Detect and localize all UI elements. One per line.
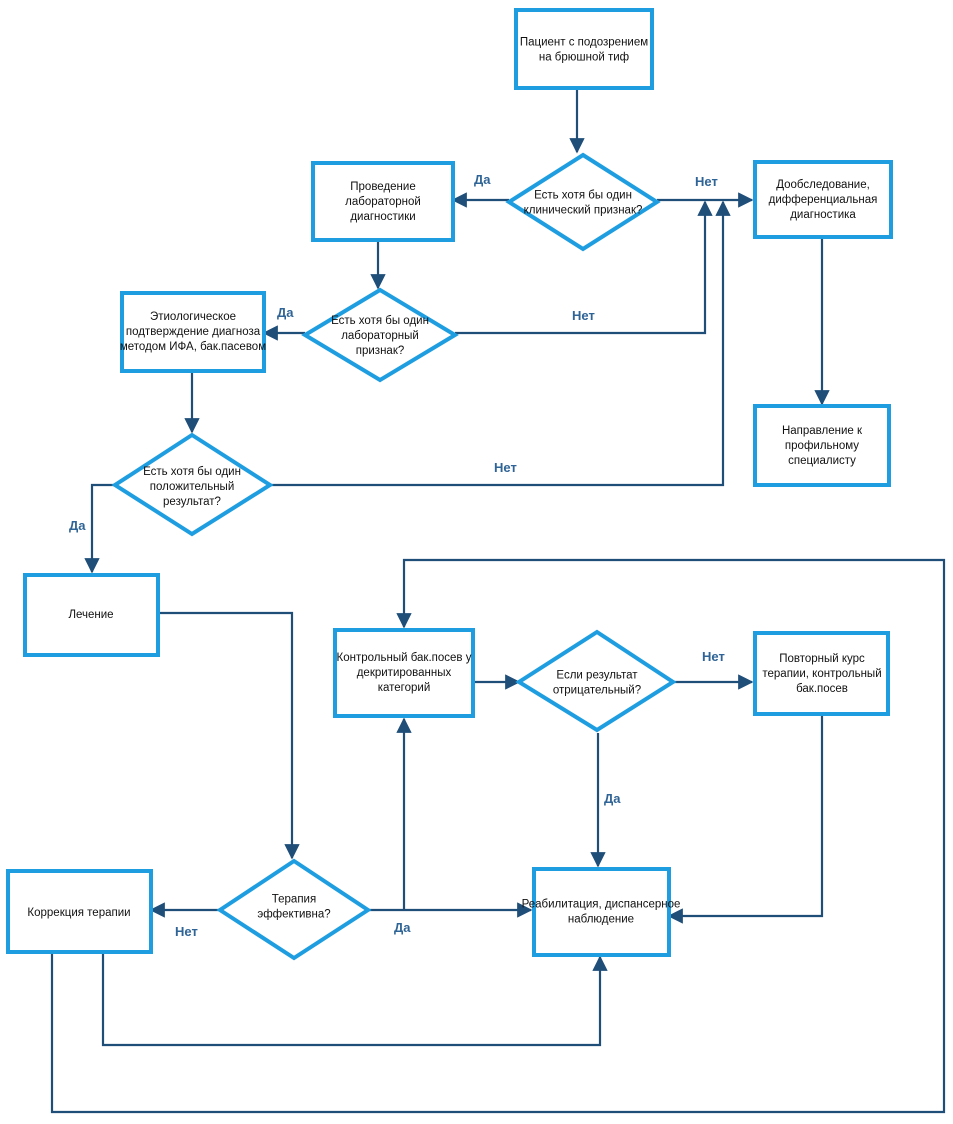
label-lab-no: Нет: [572, 308, 595, 323]
node-line: клинический признак?: [524, 205, 643, 217]
node-line: Терапия: [272, 894, 316, 906]
node-line: эффективна?: [257, 909, 330, 921]
node-line: диагностика: [790, 209, 856, 221]
node-text-repeat-course: Повторный курс терапии, контрольный бак.по…: [762, 653, 881, 695]
node-line: дифференциальная: [769, 194, 878, 206]
label-clinical-yes: Да: [474, 172, 491, 187]
node-control-box: [333, 628, 475, 718]
node-referral-box: [753, 404, 891, 487]
node-text-q-lab: Есть хотя бы один лабораторный признак?: [331, 315, 429, 357]
node-start-box: [514, 8, 654, 90]
label-negative-yes: Да: [604, 791, 621, 806]
node-text-q-positive: Есть хотя бы один положительный результат?: [143, 466, 241, 508]
node-line: Повторный курс: [779, 653, 865, 665]
edge-positive-yes: [84, 483, 115, 574]
label-effective-yes: Да: [394, 920, 411, 935]
node-line: бак.посев: [796, 683, 848, 695]
node-line: Дообследование,: [776, 179, 870, 191]
node-negative-diamond: [515, 629, 677, 733]
node-line: Есть хотя бы один: [143, 466, 241, 478]
node-line: методом ИФА, бак.пасевом: [120, 341, 266, 353]
node-text-correction: Коррекция терапии: [27, 907, 130, 919]
edge-lab-no: [455, 200, 713, 335]
node-line: терапии, контрольный: [762, 668, 881, 680]
node-text-q-effective: Терапия эффективна?: [257, 894, 330, 921]
node-line: Контрольный бак.посев у: [337, 652, 472, 664]
node-line: Есть хотя бы один: [534, 190, 632, 202]
node-lab-diamond: [301, 287, 459, 383]
label-effective-no: Нет: [175, 924, 198, 939]
node-text-treatment: Лечение: [68, 609, 113, 621]
node-line: на брюшной тиф: [539, 52, 629, 64]
node-line: отрицательный?: [553, 685, 641, 697]
node-line: результат?: [163, 496, 221, 508]
node-text-start: Пациент с подозрением на брюшной тиф: [520, 37, 648, 64]
node-text-etiology: Этиологическое подтверждение диагноза мето…: [120, 311, 266, 353]
node-text-control-culture: Контрольный бак.посев у декритированных ка…: [337, 652, 472, 694]
node-line: Пациент с подозрением: [520, 37, 648, 49]
node-etiology-box: [120, 291, 266, 373]
edge-labels: Да Нет Да Нет Нет Да Нет Да Нет Да: [69, 172, 725, 939]
node-line: положительный: [150, 481, 235, 493]
edge-correction-loop: [50, 558, 946, 1114]
node-text-lab-diag: Проведение лабораторной диагностики: [345, 181, 421, 223]
connectors: [50, 88, 946, 1114]
node-lab-box: [311, 161, 455, 242]
node-line: категорий: [378, 682, 431, 694]
node-line: Если результат: [556, 670, 638, 682]
node-text-referral: Направление к профильному специалисту: [782, 425, 863, 467]
node-line: подтверждение диагноза: [126, 326, 261, 338]
node-line: диагностики: [350, 211, 415, 223]
edge-positive-no: [270, 200, 731, 487]
node-line: лабораторный: [341, 330, 419, 342]
node-texts: Пациент с подозрением на брюшной тифЕсть …: [27, 37, 881, 926]
node-line: Есть хотя бы один: [331, 315, 429, 327]
edge-correction-to-rehab: [101, 952, 608, 1047]
nodes: [6, 8, 893, 961]
node-line: профильному: [785, 440, 859, 452]
node-line: Этиологическое: [150, 311, 236, 323]
edge-repeat-to-rehab: [667, 714, 824, 924]
node-text-extra-exam: Дообследование, дифференциальная диагности…: [769, 179, 878, 221]
node-line: признак?: [356, 345, 405, 357]
edge-treatment-to-effective: [158, 611, 300, 860]
label-lab-yes: Да: [277, 305, 294, 320]
node-positive-diamond: [111, 432, 274, 537]
node-text-q-clinical: Есть хотя бы один клинический признак?: [524, 190, 643, 217]
node-text-q-negative: Если результат отрицательный?: [553, 670, 641, 697]
node-line: Реабилитация, диспансерное: [522, 899, 681, 911]
node-line: лабораторной: [345, 196, 421, 208]
node-line: специалисту: [788, 455, 856, 467]
node-correction-box: [6, 869, 153, 954]
node-line: Лечение: [68, 609, 113, 621]
node-line: Проведение: [350, 181, 415, 193]
node-repeat-box: [753, 631, 890, 716]
node-rehab-box: [532, 867, 671, 957]
node-line: Коррекция терапии: [27, 907, 130, 919]
node-extra-box: [753, 160, 893, 239]
node-line: декритированных: [357, 667, 452, 679]
label-positive-no: Нет: [494, 460, 517, 475]
label-clinical-no: Нет: [695, 174, 718, 189]
node-line: наблюдение: [568, 914, 634, 926]
label-negative-no: Нет: [702, 649, 725, 664]
label-positive-yes: Да: [69, 518, 86, 533]
node-clinical-diamond: [505, 152, 661, 252]
node-text-rehab: Реабилитация, диспансерное наблюдение: [522, 899, 681, 926]
node-line: Направление к: [782, 425, 863, 437]
node-treatment-box: [23, 573, 160, 657]
node-effective-diamond: [216, 858, 372, 961]
